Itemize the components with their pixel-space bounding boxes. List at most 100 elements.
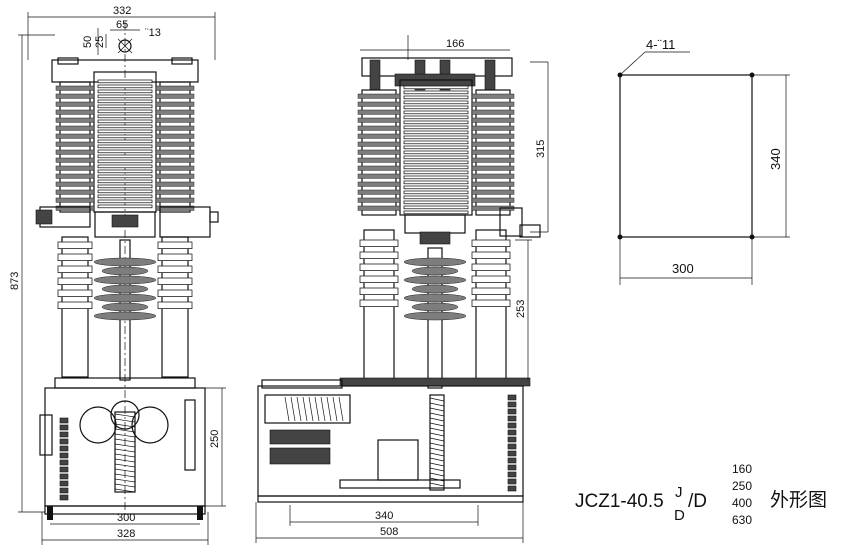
coil [114,483,136,488]
fin [97,164,153,169]
coil [429,472,445,477]
terminal [59,445,69,452]
coil [114,488,136,493]
fin [55,101,95,107]
fin [97,204,153,209]
coil [290,396,296,422]
terminal [59,487,69,494]
fin [97,84,153,89]
fin [157,277,193,285]
coil [114,448,136,453]
shed [101,266,149,276]
fin [155,141,195,147]
terminal [59,466,69,473]
fin [471,299,511,307]
fin [403,120,469,125]
coil [338,396,344,422]
terminal [59,473,69,480]
fin [403,125,469,130]
fin [403,195,469,200]
fin [155,101,195,107]
fin [471,239,511,247]
dim-top-center: 65 [116,19,128,31]
fin [55,149,95,155]
fin [403,135,469,140]
fin [57,241,93,249]
fin [471,109,515,115]
shed [101,302,149,312]
fin [57,289,93,297]
fin [403,115,469,120]
side-shed-insulator [403,257,467,321]
side-vertical-spring [429,397,445,487]
shed [411,302,459,312]
dim-offset-50: 50 [82,36,94,48]
shed [411,284,459,294]
fin [97,154,153,159]
coil [284,396,290,422]
terminal [59,459,69,466]
fin [471,157,515,163]
fin [55,181,95,187]
fin [97,174,153,179]
coil [308,396,314,422]
model-designation: JCZ1-40.5 J D /D 160 250 400 630 外形图 [575,462,827,527]
dim-side-base-outer: 508 [380,526,398,538]
shed [101,284,149,294]
model-caption: 外形图 [770,489,827,511]
fin [55,205,95,211]
fin [471,117,515,123]
mounting-plan: 4-¨11 340 300 [617,37,790,285]
fin [155,181,195,187]
mount-holes-label: 4-¨11 [646,37,675,52]
fin [155,205,195,211]
side-post-insulators [359,239,511,307]
fin [357,109,401,115]
terminal [507,464,517,471]
fin [157,301,193,309]
fin [155,189,195,195]
fin [357,141,401,147]
coil [114,463,136,468]
fin [403,175,469,180]
fin [157,289,193,297]
fin [471,197,515,203]
coil [429,432,445,437]
coil [114,433,136,438]
fin [471,101,515,107]
fin [155,117,195,123]
fin [471,287,511,295]
coil [296,396,302,422]
fin [97,184,153,189]
coil [429,417,445,422]
fin [97,169,153,174]
coil [114,413,136,418]
fin [155,93,195,99]
fin [403,185,469,190]
fin [471,173,515,179]
coil [429,437,445,442]
fin [157,265,193,273]
dim-hole: ¨13 [145,27,161,39]
rating-160: 160 [732,462,752,476]
bolt [369,59,381,91]
coil [429,482,445,487]
fin [155,109,195,115]
bolt [484,59,496,91]
fin [471,133,515,139]
fin [55,85,95,91]
dim-side-upper-height: 315 [535,140,547,158]
fin [357,101,401,107]
shed [411,266,459,276]
fin [97,89,153,94]
rating-400: 400 [732,496,752,510]
coil [320,396,326,422]
fin [471,251,511,259]
rating-250: 250 [732,479,752,493]
dim-base-height: 250 [209,430,221,448]
coil [429,407,445,412]
fin [403,200,469,205]
fin [403,140,469,145]
coil [429,452,445,457]
rating-630: 630 [732,513,752,527]
